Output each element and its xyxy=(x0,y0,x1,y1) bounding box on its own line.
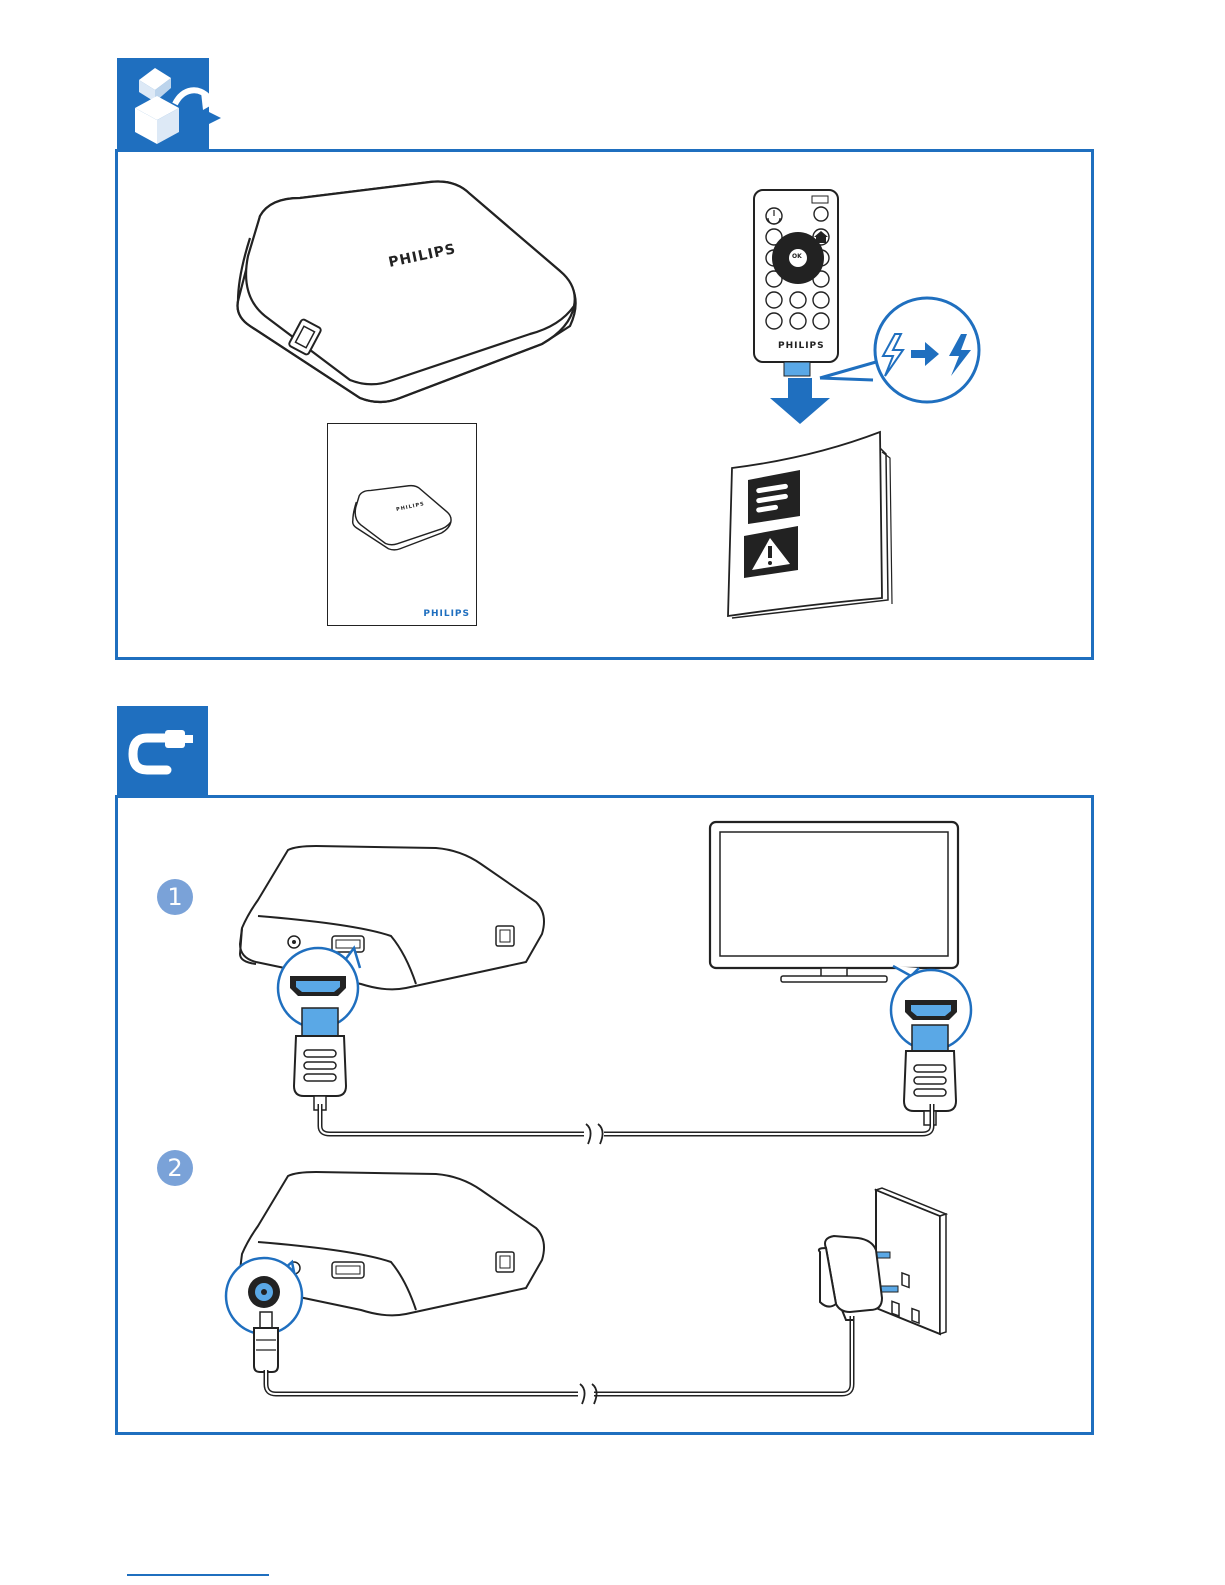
arrow-down-icon xyxy=(770,378,830,428)
unbox-icon xyxy=(117,58,209,152)
adapter-wall-socket xyxy=(806,1186,956,1346)
power-cable-line xyxy=(254,1310,874,1400)
manual-player-image xyxy=(348,484,458,554)
battery-callout xyxy=(815,296,1015,416)
step-badge-2: 2 xyxy=(157,1150,193,1186)
cable-break-mark xyxy=(586,1124,603,1144)
tab-arrow-tail xyxy=(209,112,229,152)
user-manual: PHILIPS PHILIPS xyxy=(327,423,477,626)
box-contents-tab xyxy=(117,58,209,152)
footer-link-underline xyxy=(127,1574,269,1576)
connect-tab xyxy=(117,706,208,798)
cable-plug-icon xyxy=(117,706,208,798)
hdmi-cable-line xyxy=(310,1100,950,1150)
remote-ok-label: OK xyxy=(792,253,802,260)
manual-cover-logo: PHILIPS xyxy=(423,609,470,619)
safety-booklet-illustration xyxy=(722,428,902,628)
media-player-illustration xyxy=(230,176,590,416)
step-badge-1: 1 xyxy=(157,879,193,915)
tab-arrow-overflow xyxy=(209,112,223,150)
